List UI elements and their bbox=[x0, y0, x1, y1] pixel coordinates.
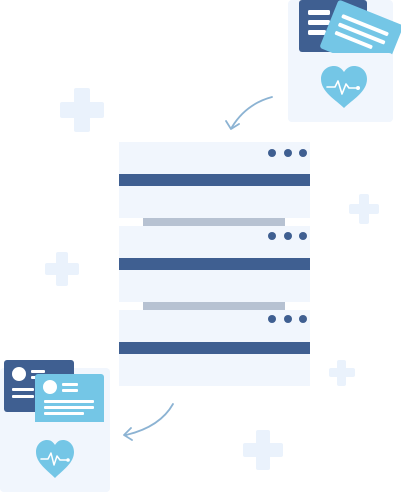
avatar bbox=[12, 367, 26, 381]
status-dot bbox=[299, 149, 307, 157]
server-divider bbox=[143, 302, 285, 310]
server-divider bbox=[143, 218, 285, 226]
patient-profile-folder-icon bbox=[0, 360, 110, 492]
background-crosses bbox=[45, 88, 379, 470]
status-dot bbox=[299, 315, 307, 323]
status-dot bbox=[284, 232, 292, 240]
server-stack-icon bbox=[119, 142, 310, 386]
status-dot bbox=[268, 232, 276, 240]
avatar bbox=[43, 380, 57, 394]
medical-cross-icon bbox=[329, 360, 355, 386]
medical-cross-icon bbox=[243, 430, 283, 470]
curved-arrow-icon bbox=[225, 96, 273, 130]
medical-cross-icon bbox=[60, 88, 104, 132]
medical-records-folder-icon bbox=[288, 0, 401, 122]
server-unit-1 bbox=[119, 142, 310, 218]
status-dot bbox=[268, 315, 276, 323]
server-unit-2 bbox=[119, 226, 310, 302]
curved-arrow-icon bbox=[123, 403, 174, 441]
profile-card-icon bbox=[35, 374, 104, 426]
status-dot bbox=[299, 232, 307, 240]
status-dot bbox=[284, 149, 292, 157]
server-unit-3 bbox=[119, 310, 310, 386]
status-dot bbox=[284, 315, 292, 323]
medical-cross-icon bbox=[349, 194, 379, 224]
heart-pulse-icon bbox=[36, 440, 74, 478]
medical-cross-icon bbox=[45, 252, 79, 286]
status-dot bbox=[268, 149, 276, 157]
heart-pulse-icon bbox=[321, 66, 367, 108]
